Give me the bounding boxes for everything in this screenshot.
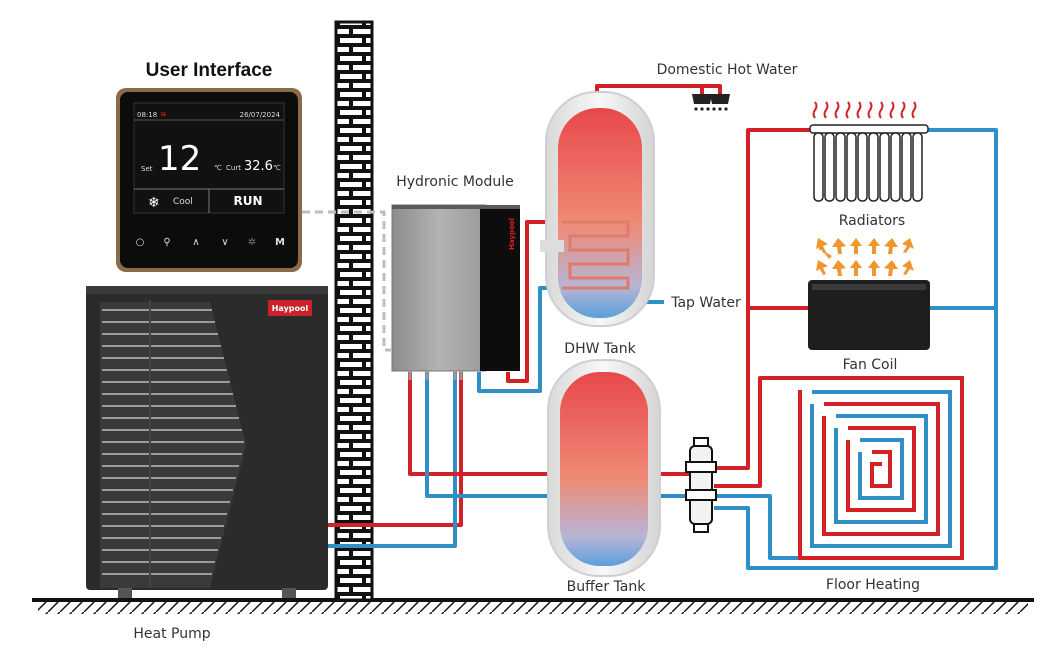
hot-pipe-dhw [506,220,560,383]
module-brand: Haypool [508,218,516,250]
heatpump-brand: Haypool [272,304,309,313]
cold-pipe-buffer-return [425,372,560,498]
label-buffer-tank: Buffer Tank [567,579,647,595]
controller-panel: 08:18 ≋ 26/07/2024 Set 12 ℃ Curt 32.6 ℃ … [116,88,302,272]
snowflake-icon: ❄ [148,195,160,211]
floor-heating-coil [798,376,964,560]
set-unit: ℃ [214,164,222,172]
label-radiators: Radiators [839,213,905,229]
hot-pipe-buffer-supply [408,372,560,476]
chevron-up-icon: ∧ [192,237,199,248]
label-floor-heating: Floor Heating [826,577,920,593]
set-label: Set [141,165,153,173]
controller-time: 08:18 [137,111,157,119]
set-value: 12 [158,139,201,179]
ground [32,598,1034,614]
search-icon: ⚲ [163,237,170,248]
hot-pipe-floor [714,376,800,488]
m-button: M [275,237,285,248]
controller-date: 26/07/2024 [240,111,281,119]
mode-label: Cool [173,197,193,207]
chevron-down-icon: ∨ [221,237,228,248]
cold-pipe-floor [714,494,800,560]
label-dhw-tank: DHW Tank [564,341,636,357]
curt-unit: ℃ [273,164,281,172]
power-icon: ○ [136,237,145,248]
settings-icon: ✲ [248,237,256,248]
hydronic-module: Haypool [391,204,520,380]
curt-value: 32.6 [244,159,273,174]
hot-pipe-riser [714,128,812,470]
run-label: RUN [233,194,262,208]
label-hydronic-module: Hydronic Module [396,174,514,190]
shower-icon [692,94,730,111]
cold-pipe-heatpump [328,372,457,548]
label-domestic-hot-water: Domestic Hot Water [657,62,798,78]
fan-coil-icon [808,238,930,350]
curt-label: Curt [226,164,241,172]
manifold [685,437,717,533]
radiator-icon [809,101,929,202]
buffer-tank [547,359,661,577]
heat-pump-unit: Haypool [86,286,328,598]
label-tap-water: Tap Water [670,295,741,311]
brick-wall [334,20,374,602]
diagram-labels: User Interface Hydronic Module Domestic … [133,60,920,642]
cold-pipe-riser [714,128,998,570]
label-fan-coil: Fan Coil [843,357,898,373]
dhw-tank [540,91,655,327]
hot-pipe-heatpump [328,372,463,527]
wifi-icon: ≋ [160,110,167,119]
control-wire [302,210,392,352]
label-heat-pump: Heat Pump [133,626,210,642]
label-user-interface: User Interface [146,60,273,81]
